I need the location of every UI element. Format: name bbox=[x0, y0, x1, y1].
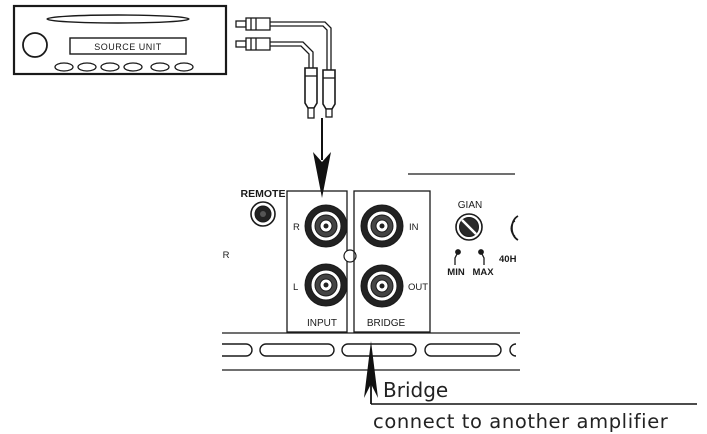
bridge-callout-arrow bbox=[364, 341, 697, 405]
caption-description: connect to another amplifier bbox=[373, 410, 669, 433]
side-label: R bbox=[223, 250, 230, 261]
caption-title: Bridge bbox=[383, 378, 448, 402]
gain-min-label: MIN bbox=[447, 267, 465, 278]
gain-scale-markers bbox=[454, 249, 485, 265]
gain-label: GIAN bbox=[458, 200, 482, 211]
source-unit-label: SOURCE UNIT bbox=[94, 42, 162, 52]
bridge-out-label: OUT bbox=[408, 282, 428, 293]
source-unit-knob bbox=[22, 32, 48, 58]
input-label: INPUT bbox=[307, 318, 337, 329]
bridge-rca-in bbox=[360, 204, 404, 248]
freq-knob-partial bbox=[511, 215, 519, 241]
input-rca-l bbox=[304, 263, 348, 307]
freq-label: 40H bbox=[499, 254, 517, 265]
heatsink-slots bbox=[222, 343, 517, 357]
bridge-panel bbox=[353, 190, 431, 333]
input-arrow bbox=[313, 118, 331, 198]
input-channel-l: L bbox=[293, 282, 298, 293]
input-channel-r: R bbox=[293, 222, 300, 233]
bridge-rca-out bbox=[360, 264, 404, 308]
remote-jack bbox=[250, 201, 276, 227]
source-unit-display bbox=[69, 37, 187, 55]
gain-max-label: MAX bbox=[472, 267, 494, 278]
rca-cables bbox=[235, 17, 336, 119]
input-rca-r bbox=[304, 204, 348, 248]
source-unit bbox=[12, 4, 228, 76]
bridge-label: BRIDGE bbox=[367, 318, 406, 329]
remote-label: REMOTE bbox=[241, 188, 286, 200]
panel-divider-circle bbox=[343, 249, 357, 263]
bridge-in-label: IN bbox=[409, 222, 419, 233]
gain-knob bbox=[455, 213, 483, 241]
source-unit-buttons bbox=[54, 62, 194, 72]
